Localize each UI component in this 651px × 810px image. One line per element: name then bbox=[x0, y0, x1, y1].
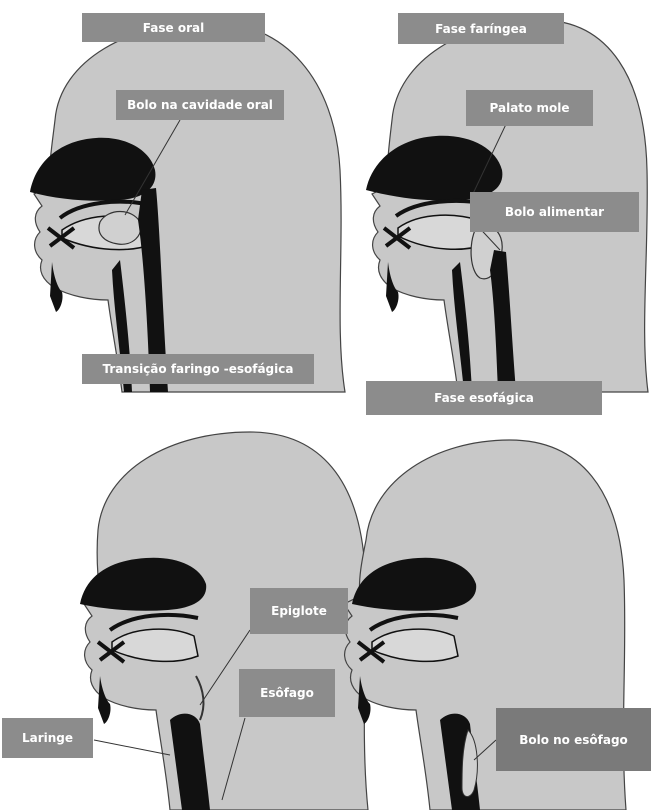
bolus bbox=[99, 212, 141, 245]
label-palato-mole: Palato mole bbox=[466, 90, 593, 126]
label-laringe: Laringe bbox=[2, 718, 93, 758]
label-bolo-cavidade-oral: Bolo na cavidade oral bbox=[116, 90, 284, 120]
label-bolo-alimentar: Bolo alimentar bbox=[470, 192, 639, 232]
label-epiglote: Epiglote bbox=[250, 588, 348, 634]
label-fase-oral: Fase oral bbox=[82, 13, 265, 42]
label-transicao-faringo-esofagica: Transição faringo -esofágica bbox=[82, 354, 314, 384]
label-fase-faringea: Fase faríngea bbox=[398, 13, 564, 44]
label-bolo-no-esofago: Bolo no esôfago bbox=[496, 708, 651, 771]
label-esofago: Esôfago bbox=[239, 669, 335, 717]
label-fase-esofagica: Fase esofágica bbox=[366, 381, 602, 415]
